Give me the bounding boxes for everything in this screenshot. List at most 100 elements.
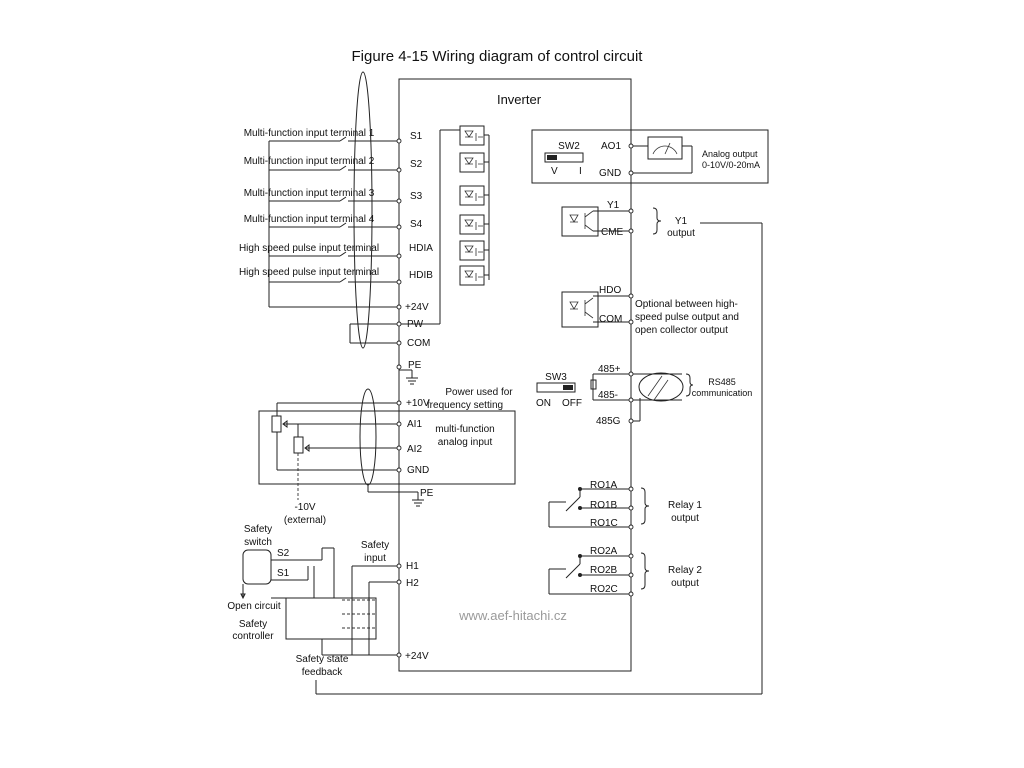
terminal-ro2c: RO2C bbox=[590, 584, 618, 595]
safety-controller-2: controller bbox=[232, 631, 274, 642]
open-circuit-label: Open circuit bbox=[227, 601, 281, 612]
input-row-s4: Multi-function input terminal 4 S4 bbox=[244, 214, 423, 230]
terminal-485g: 485G bbox=[596, 416, 621, 427]
input-label-3: Multi-function input terminal 3 bbox=[244, 188, 375, 199]
safety-s2: S2 bbox=[277, 548, 290, 559]
safety-input-2: input bbox=[364, 553, 386, 564]
input-label-1: Multi-function input terminal 1 bbox=[244, 128, 375, 139]
terminal-com: COM bbox=[407, 338, 430, 349]
hdo-desc-1: Optional between high- bbox=[635, 299, 738, 310]
meter-icon bbox=[647, 136, 683, 160]
terminal-hdia: HDIA bbox=[409, 243, 433, 254]
rs485-comm-1: RS485 bbox=[708, 377, 736, 387]
input-row-hdib: High speed pulse input terminal HDIB bbox=[239, 267, 433, 285]
terminal-hdo-com: COM bbox=[599, 314, 622, 325]
analog-note-2: analog input bbox=[438, 437, 493, 448]
sw2-label: SW2 bbox=[558, 141, 580, 152]
input-row-s3: Multi-function input terminal 3 S3 bbox=[244, 188, 423, 204]
sw2-switch-icon[interactable] bbox=[544, 152, 584, 163]
terminal-pe-2: PE bbox=[420, 488, 434, 499]
relay1-out-2: output bbox=[671, 513, 699, 524]
relay-1: RO1A RO1B RO1C Relay 1 output bbox=[548, 480, 702, 530]
terminal-s3: S3 bbox=[410, 191, 423, 202]
input-row-hdia: High speed pulse input terminal HDIA bbox=[239, 243, 433, 259]
terminal-hdo: HDO bbox=[599, 285, 621, 296]
sw2-v: V bbox=[551, 166, 558, 177]
input-label-4: Multi-function input terminal 4 bbox=[244, 214, 375, 225]
terminal-pe: PE bbox=[408, 360, 422, 371]
terminal-ao1: AO1 bbox=[601, 141, 621, 152]
input-row-s2: Multi-function input terminal 2 S2 bbox=[244, 156, 423, 173]
ext-label-2: (external) bbox=[284, 515, 326, 526]
terminal-485p: 485+ bbox=[598, 364, 621, 375]
safety-switch-1: Safety bbox=[244, 524, 272, 535]
rs485: SW3 ON OFF 485+ 485- 485G RS485 communic… bbox=[536, 364, 752, 427]
input-label-2: Multi-function input terminal 2 bbox=[244, 156, 375, 167]
safety-section: Safety switch S2 S1 Open circuit Safety … bbox=[227, 222, 763, 695]
safety-controller-box bbox=[285, 597, 377, 640]
input-row-s1: Multi-function input terminal 1 S1 bbox=[244, 128, 423, 144]
power-note-2: frequency setting bbox=[427, 400, 503, 411]
terminal-y1: Y1 bbox=[607, 200, 620, 211]
hdo-desc-3: open collector output bbox=[635, 325, 728, 336]
sw3-on: ON bbox=[536, 398, 551, 409]
analog-output-desc-2: 0-10V/0-20mA bbox=[702, 160, 760, 170]
hdo-output: HDO COM Optional between high- speed pul… bbox=[561, 285, 739, 336]
terminal-ro1c: RO1C bbox=[590, 518, 618, 529]
safety-switch-2: switch bbox=[244, 537, 272, 548]
terminal-h2: H2 bbox=[406, 578, 419, 589]
terminal-ai1: AI1 bbox=[407, 419, 422, 430]
terminal-s4: S4 bbox=[410, 219, 423, 230]
rs485-comm-2: communication bbox=[692, 388, 753, 398]
safety-feedback-1: Safety state bbox=[296, 654, 349, 665]
inverter-box bbox=[398, 78, 632, 672]
terminal-cme: CME bbox=[601, 227, 624, 238]
potentiometer-icon bbox=[293, 424, 399, 454]
hdo-desc-2: speed pulse output and bbox=[635, 312, 739, 323]
ext-label-1: -10V bbox=[294, 502, 315, 513]
safety-s1: S1 bbox=[277, 568, 290, 579]
analog-output: SW2 V I AO1 GND Analog output 0-10V/0-20… bbox=[531, 129, 769, 184]
relay1-out-1: Relay 1 bbox=[668, 500, 702, 511]
terminal-p10v: +10V bbox=[406, 398, 430, 409]
analog-output-desc-1: Analog output bbox=[702, 149, 758, 159]
analog-inputs: +10V Power used for frequency setting AI… bbox=[258, 387, 516, 526]
sw3-label: SW3 bbox=[545, 372, 567, 383]
inverter-label: Inverter bbox=[497, 92, 542, 107]
terminal-ro2b: RO2B bbox=[590, 565, 618, 576]
power-note-1: Power used for bbox=[445, 387, 513, 398]
terminal-p24v-2: +24V bbox=[405, 651, 429, 662]
input-label-5: High speed pulse input terminal bbox=[239, 243, 379, 254]
diagram-title: Figure 4-15 Wiring diagram of control ci… bbox=[352, 48, 644, 65]
potentiometer-icon bbox=[271, 403, 399, 470]
safety-feedback-2: feedback bbox=[302, 667, 344, 678]
safety-switch-icon bbox=[242, 549, 272, 585]
y1-output-label-1: Y1 bbox=[675, 216, 688, 227]
terminal-p24v: +24V bbox=[405, 302, 429, 313]
ground-icon bbox=[406, 370, 418, 385]
terminal-pw: PW bbox=[407, 319, 424, 330]
sw3-off: OFF bbox=[562, 398, 582, 409]
terminal-ao-gnd: GND bbox=[599, 168, 621, 179]
terminal-ro2a: RO2A bbox=[590, 546, 618, 557]
relay2-out-2: output bbox=[671, 578, 699, 589]
terminal-ro1a: RO1A bbox=[590, 480, 618, 491]
analog-note-1: multi-function bbox=[435, 424, 494, 435]
input-optocouplers bbox=[439, 125, 490, 324]
watermark: www.aef-hitachi.cz bbox=[458, 608, 567, 623]
terminal-485m: 485- bbox=[598, 390, 618, 401]
sw2-i: I bbox=[579, 166, 582, 177]
ground-icon bbox=[412, 492, 424, 507]
safety-input-1: Safety bbox=[361, 540, 389, 551]
safety-controller-1: Safety bbox=[239, 619, 267, 630]
terminal-s2: S2 bbox=[410, 159, 423, 170]
terminal-s1: S1 bbox=[410, 131, 423, 142]
optocoupler-icon bbox=[561, 206, 599, 237]
terminal-hdib: HDIB bbox=[409, 270, 433, 281]
relay-2: RO2A RO2B RO2C Relay 2 output bbox=[548, 546, 702, 597]
y1-output-label-2: output bbox=[667, 228, 695, 239]
terminal-h1: H1 bbox=[406, 561, 419, 572]
relay2-out-1: Relay 2 bbox=[668, 565, 702, 576]
sw3-switch-icon[interactable] bbox=[536, 382, 576, 393]
